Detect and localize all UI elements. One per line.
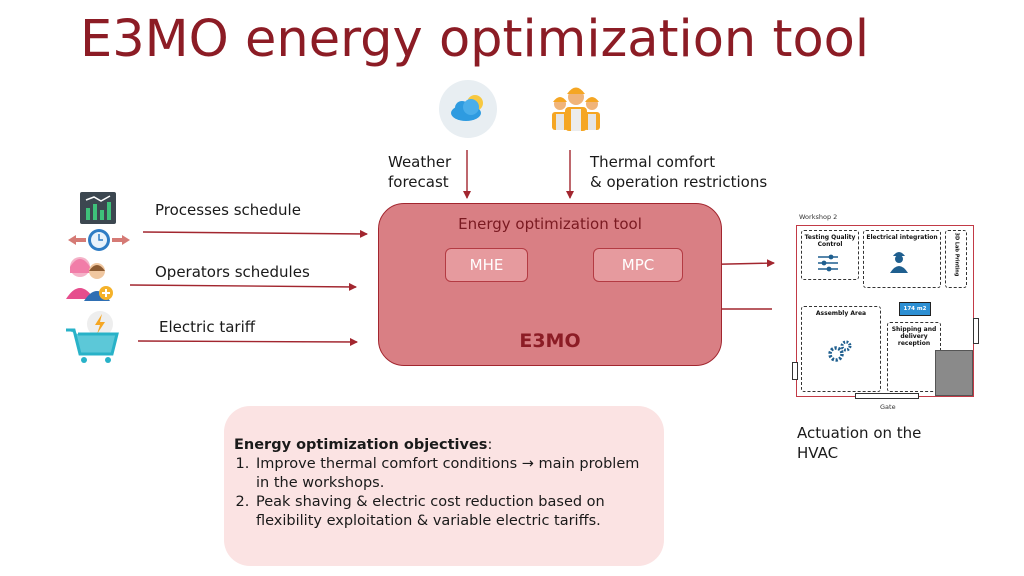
arrow-tariff	[137, 337, 358, 346]
optimization-tool-box	[378, 203, 722, 366]
gate-bar	[855, 393, 919, 399]
cart-icon	[66, 311, 119, 363]
arrow-processes	[142, 229, 368, 238]
objectives-text: Energy optimization objectives: Improve …	[234, 436, 654, 531]
electrician-icon	[890, 252, 908, 273]
page-title: E3MO energy optimization tool	[80, 10, 870, 69]
door-right	[973, 318, 979, 344]
area-badge: 174 m2	[899, 302, 931, 316]
workers-icon	[552, 87, 600, 131]
operators-schedules-label: Operators schedules	[155, 263, 310, 281]
gate-label: Gate	[880, 403, 896, 411]
weather-icon	[439, 80, 497, 138]
room-shipping: Shipping and delivery reception	[887, 322, 941, 392]
electric-tariff-label: Electric tariff	[159, 318, 256, 336]
process-schedule-icon	[68, 192, 130, 251]
arrow-operators	[129, 282, 357, 291]
objective-item: Peak shaving & electric cost reduction b…	[254, 493, 654, 531]
objectives-heading: Energy optimization objectives	[234, 437, 488, 453]
equalizer-icon	[818, 254, 838, 272]
room-lab: 3D Lab Printing	[945, 230, 967, 288]
door-left	[792, 362, 798, 380]
equipment-block	[935, 350, 973, 396]
mpc-node: MPC	[593, 248, 683, 282]
thermal-label: Thermal comfort& operation restrictions	[590, 153, 768, 191]
operators-icon	[66, 257, 113, 301]
gears-icon	[828, 340, 852, 362]
tool-title: Energy optimization tool	[458, 215, 642, 233]
objective-item: Improve thermal comfort conditions → mai…	[254, 455, 654, 493]
room-testing: Testing Quality Control	[801, 230, 859, 280]
room-electrical: Electrical integration	[863, 230, 941, 288]
floor-plan: Testing Quality Control Electrical integ…	[796, 225, 974, 399]
e3mo-label: E3MO	[519, 330, 581, 352]
mhe-node: MHE	[445, 248, 528, 282]
objectives-panel	[224, 406, 664, 566]
workshop-label: Workshop 2	[799, 213, 838, 221]
processes-schedule-label: Processes schedule	[155, 201, 301, 219]
room-assembly: Assembly Area	[801, 306, 881, 392]
